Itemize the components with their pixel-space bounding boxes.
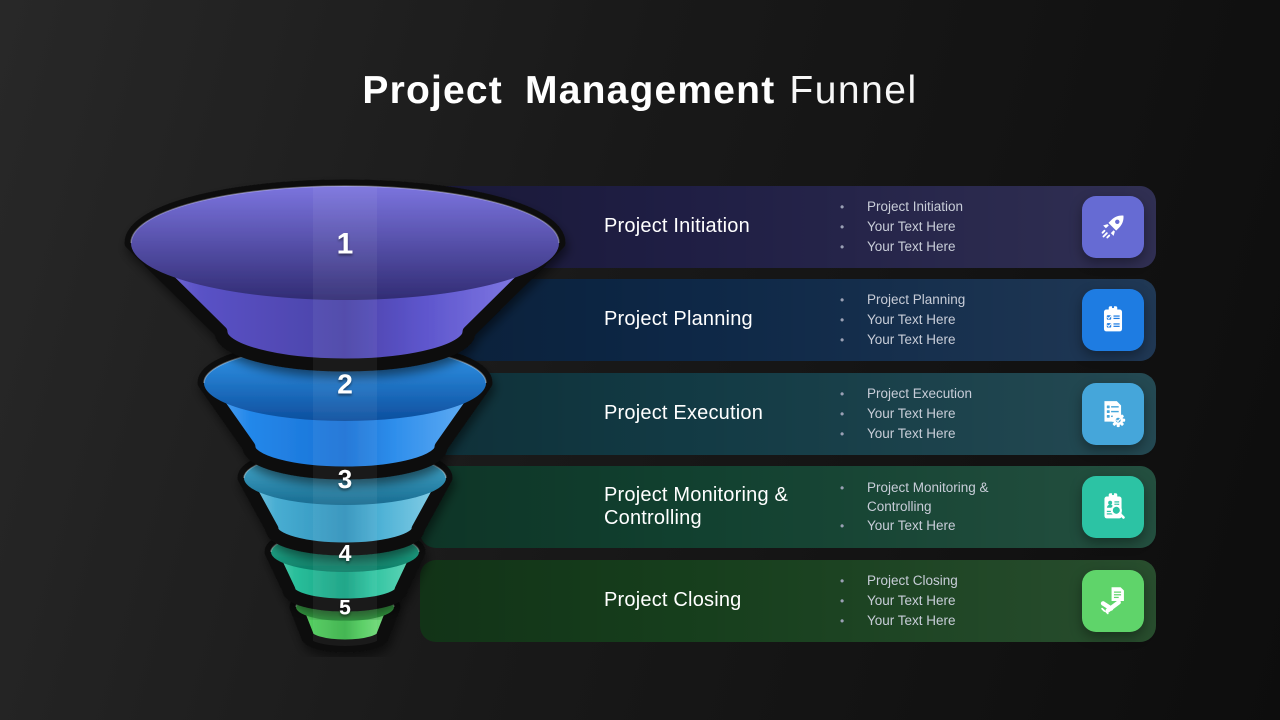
funnel-segment-1-number: 1 [337,228,354,261]
bullet-text: Your Text Here [867,312,956,327]
slide-title: Project Management Funnel [0,68,1280,114]
clipboard-checklist-icon [1082,289,1144,351]
bullet-text: Your Text Here [867,593,956,608]
stage-row-planning: Project Planning Project Planning Your T… [420,279,1156,361]
stage-bullets: Project Planning Your Text Here Your Tex… [840,290,1070,350]
bullet-text: Project Execution [867,386,973,401]
rocket-icon [1082,196,1144,258]
bullet-item: Project Monitoring & Controlling [840,478,1070,516]
funnel-segment-3-number: 3 [338,464,352,494]
bullet-text: Your Text Here [867,613,956,628]
bullet-item: Your Text Here [840,611,1070,631]
bullet-item: Your Text Here [840,217,1070,237]
stage-title: Project Monitoring & Controlling [604,483,789,530]
bullet-text: Your Text Here [867,332,956,347]
funnel-segment-5-number: 5 [339,597,351,620]
funnel-segment-2-number: 2 [337,369,353,400]
stage-bullets: Project Monitoring & Controlling Your Te… [840,478,1070,536]
handshake-document-icon [1082,570,1144,632]
slide-title-accent: Funnel [789,69,918,112]
stage-title: Project Closing [604,589,742,612]
stage-row-monitoring: Project Monitoring & Controlling Project… [420,466,1156,548]
stage-title: Project Initiation [604,215,750,238]
bullet-text: Your Text Here [867,406,956,421]
bullet-item: Your Text Here [840,237,1070,257]
bullet-text: Your Text Here [867,219,956,234]
stage-bullets: Project Closing Your Text Here Your Text… [840,571,1070,631]
bullet-text: Project Closing [867,573,958,588]
funnel-highlight-stripe [313,186,377,646]
bullet-item: Your Text Here [840,330,1070,350]
stage-row-initiation: Project Initiation Project Initiation Yo… [420,186,1156,268]
stage-bullets: Project Execution Your Text Here Your Te… [840,384,1070,444]
stage-bullets: Project Initiation Your Text Here Your T… [840,197,1070,257]
bullet-text: Your Text Here [867,426,956,441]
stage-title: Project Planning [604,308,753,331]
bullet-item: Your Text Here [840,424,1070,444]
stage-title: Project Execution [604,402,764,425]
stage-row-execution: Project Execution Project Execution Your… [420,373,1156,455]
bullet-text: Project Planning [867,292,966,307]
bullet-item: Project Closing [840,571,1070,591]
funnel-segment-1 [124,179,566,372]
bullet-item: Your Text Here [840,404,1070,424]
bullet-item: Your Text Here [840,516,1070,536]
stage-row-closing: Project Closing Project Closing Your Tex… [420,560,1156,642]
bullet-text: Your Text Here [867,518,956,533]
bullet-text: Project Monitoring & Controlling [867,480,989,514]
bullet-item: Your Text Here [840,310,1070,330]
funnel-segment-4-number: 4 [339,540,352,566]
bullet-item: Your Text Here [840,591,1070,611]
bullet-item: Project Initiation [840,197,1070,217]
bullet-item: Project Execution [840,384,1070,404]
bullet-text: Your Text Here [867,239,956,254]
clipboard-search-icon [1082,476,1144,538]
bullet-item: Project Planning [840,290,1070,310]
task-gear-icon [1082,383,1144,445]
slide-title-main: Project Management [362,69,776,112]
bullet-text: Project Initiation [867,199,964,214]
